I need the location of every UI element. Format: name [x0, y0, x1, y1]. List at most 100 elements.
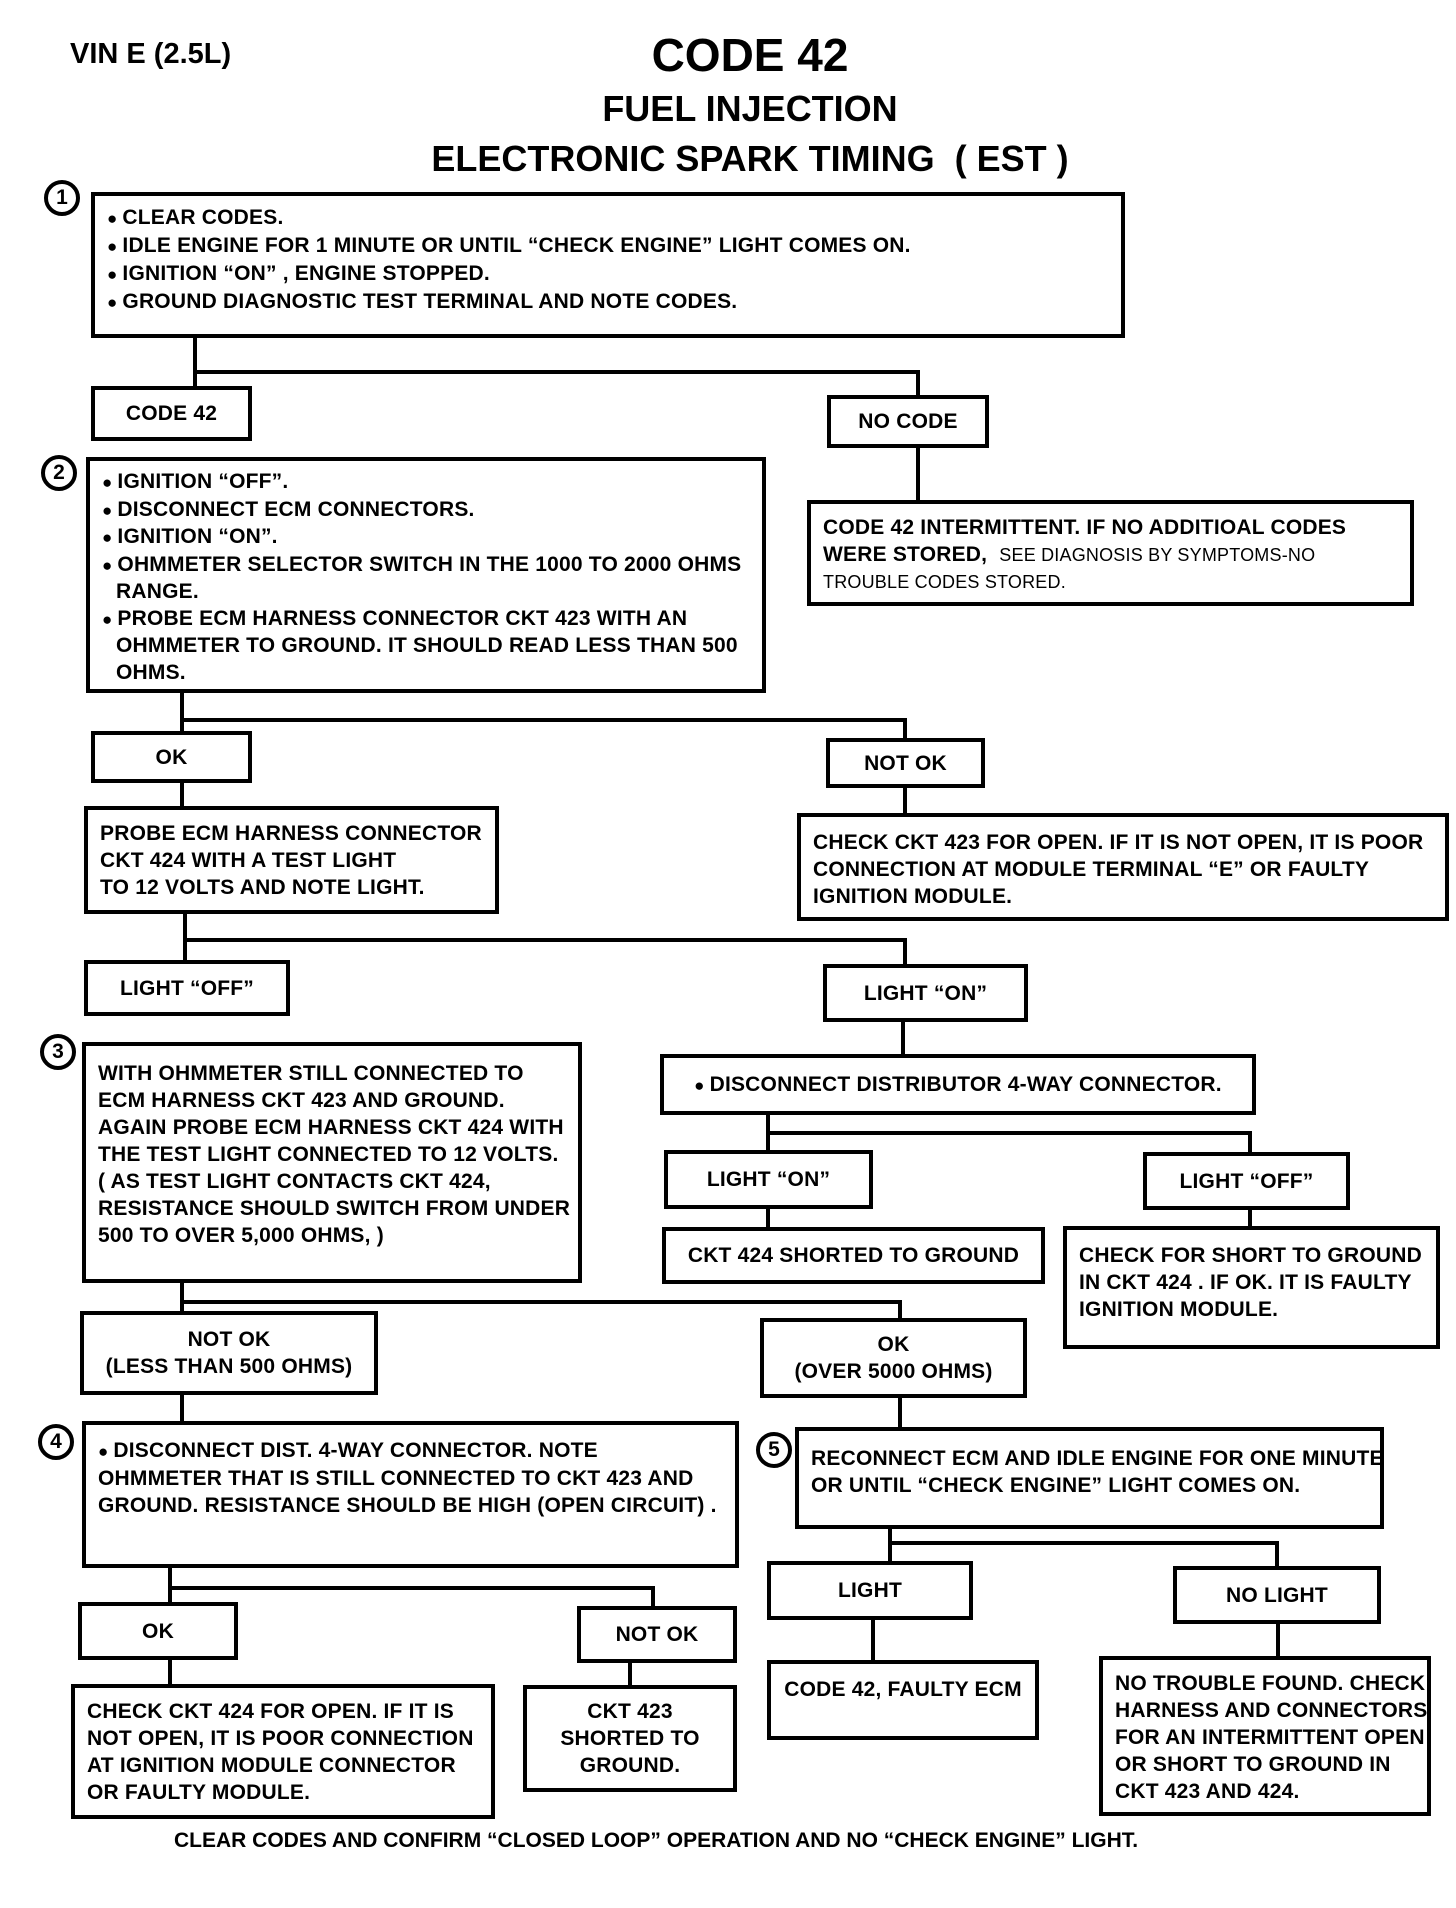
step3-line: 500 TO OVER 5,000 OHMS, ) — [98, 1224, 384, 1247]
step-number-2: 2 — [41, 455, 77, 491]
footer-instruction: CLEAR CODES AND CONFIRM “CLOSED LOOP” OP… — [174, 1829, 1139, 1852]
check424-open-line: OR FAULTY MODULE. — [87, 1781, 311, 1804]
step1-line: IGNITION “ON” , ENGINE STOPPED. — [107, 260, 1111, 288]
check423-line: CONNECTION AT MODULE TERMINAL “E” OR FAU… — [813, 858, 1370, 881]
check424-open-line: CHECK CKT 424 FOR OPEN. IF IT IS — [87, 1700, 454, 1723]
branch-no-light: NO LIGHT — [1173, 1566, 1381, 1624]
branch-ok-2: OK (OVER 5000 OHMS) — [760, 1318, 1027, 1398]
branch-not-ok: NOT OK — [826, 738, 985, 788]
connector-step5 — [888, 1526, 1279, 1568]
step5-box: RECONNECT ECM AND IDLE ENGINE FOR ONE MI… — [795, 1427, 1384, 1529]
connector-step3 — [180, 1280, 902, 1320]
check-short-box: CHECK FOR SHORT TO GROUND IN CKT 424 . I… — [1063, 1226, 1440, 1349]
probe424-line: CKT 424 WITH A TEST LIGHT — [100, 849, 397, 872]
step2-line: OHMS. — [116, 660, 186, 684]
page-subtitle: FUEL INJECTION — [602, 88, 898, 129]
connector-disconnect — [766, 1113, 1252, 1154]
check-short-line: IN CKT 424 . IF OK. IT IS FAULTY — [1079, 1271, 1412, 1294]
no-trouble-line: NO TROUBLE FOUND. CHECK — [1115, 1672, 1426, 1695]
step1-line: GROUND DIAGNOSTIC TEST TERMINAL AND NOTE… — [107, 288, 1111, 316]
step2-box: IGNITION “OFF”. DISCONNECT ECM CONNECTOR… — [86, 457, 766, 693]
faulty-ecm-box: CODE 42, FAULTY ECM — [767, 1660, 1039, 1740]
connector-step4 — [168, 1565, 655, 1608]
branch-no-code: NO CODE — [827, 395, 989, 448]
step3-line: RESISTANCE SHOULD SWITCH FROM UNDER — [98, 1197, 571, 1220]
no-trouble-line: FOR AN INTERMITTENT OPEN — [1115, 1726, 1425, 1749]
shorted423-box: CKT 423 SHORTED TO GROUND. — [523, 1685, 737, 1792]
disconnect-4way-box: DISCONNECT DISTRIBUTOR 4-WAY CONNECTOR. — [660, 1054, 1256, 1115]
branch-code42: CODE 42 — [91, 386, 252, 441]
disconnect-4way-text: DISCONNECT DISTRIBUTOR 4-WAY CONNECTOR. — [694, 1071, 1222, 1099]
check424-open-box: CHECK CKT 424 FOR OPEN. IF IT IS NOT OPE… — [71, 1684, 495, 1819]
step2-line: IGNITION “OFF”. — [102, 469, 752, 497]
probe424-box: PROBE ECM HARNESS CONNECTOR CKT 424 WITH… — [84, 806, 499, 914]
step1-box: CLEAR CODES. IDLE ENGINE FOR 1 MINUTE OR… — [91, 192, 1125, 338]
step2-line: OHMMETER SELECTOR SWITCH IN THE 1000 TO … — [102, 552, 752, 580]
intermittent-line: TROUBLE CODES STORED. — [823, 572, 1066, 592]
step1-line: CLEAR CODES. — [107, 204, 1111, 232]
shorted423-line: CKT 423 — [587, 1700, 673, 1723]
shorted423-line: SHORTED TO — [560, 1727, 700, 1750]
step4-line: DISCONNECT DIST. 4-WAY CONNECTOR. NOTE — [98, 1437, 725, 1465]
intermittent-text: SEE DIAGNOSIS BY SYMPTOMS-NO — [999, 545, 1316, 565]
no-trouble-line: CKT 423 AND 424. — [1115, 1780, 1300, 1803]
branch-not-ok-3: NOT OK — [577, 1606, 737, 1663]
check423-box: CHECK CKT 423 FOR OPEN. IF IT IS NOT OPE… — [797, 813, 1449, 921]
branch-ok-3: OK — [78, 1602, 238, 1660]
step1-line: IDLE ENGINE FOR 1 MINUTE OR UNTIL “CHECK… — [107, 232, 1111, 260]
step3-box: WITH OHMMETER STILL CONNECTED TO ECM HAR… — [82, 1042, 582, 1283]
vin-label: VIN E (2.5L) — [70, 38, 232, 70]
step-number-1: 1 — [44, 180, 80, 216]
intermittent-line: CODE 42 INTERMITTENT. IF NO ADDITIOAL CO… — [823, 516, 1347, 539]
intermittent-line: WERE STORED, SEE DIAGNOSIS BY SYMPTOMS-N… — [823, 541, 1400, 569]
step-number-3: 3 — [40, 1034, 76, 1070]
check423-line: CHECK CKT 423 FOR OPEN. IF IT IS NOT OPE… — [813, 831, 1424, 854]
branch-light-off-2: LIGHT “OFF” — [1143, 1152, 1350, 1210]
step5-line: RECONNECT ECM AND IDLE ENGINE FOR ONE MI… — [811, 1447, 1384, 1470]
check424-open-line: NOT OPEN, IT IS POOR CONNECTION — [87, 1727, 474, 1750]
no-trouble-line: HARNESS AND CONNECTORS — [1115, 1699, 1428, 1722]
no-trouble-box: NO TROUBLE FOUND. CHECK HARNESS AND CONN… — [1099, 1656, 1431, 1816]
branch-ok-2-label: OK — [877, 1333, 910, 1356]
check424-open-line: AT IGNITION MODULE CONNECTOR — [87, 1754, 456, 1777]
step3-line: AGAIN PROBE ECM HARNESS CKT 424 WITH — [98, 1116, 564, 1139]
branch-light-on: LIGHT “ON” — [823, 964, 1028, 1022]
branch-not-ok-2: NOT OK (LESS THAN 500 OHMS) — [80, 1311, 378, 1395]
connector-probe — [183, 911, 907, 966]
shorted424-box: CKT 424 SHORTED TO GROUND — [662, 1227, 1045, 1284]
intermittent-box: CODE 42 INTERMITTENT. IF NO ADDITIOAL CO… — [807, 500, 1414, 606]
probe424-line: TO 12 VOLTS AND NOTE LIGHT. — [100, 876, 425, 899]
step2-line: PROBE ECM HARNESS CONNECTOR CKT 423 WITH… — [102, 606, 752, 634]
branch-light-off: LIGHT “OFF” — [84, 960, 290, 1016]
step2-line: DISCONNECT ECM CONNECTORS. — [102, 497, 752, 525]
step3-line: ( AS TEST LIGHT CONTACTS CKT 424, — [98, 1170, 491, 1193]
intermittent-text: WERE STORED, — [823, 543, 988, 566]
connector-step1 — [193, 335, 920, 397]
shorted423-line: GROUND. — [579, 1754, 681, 1777]
branch-ok: OK — [91, 731, 252, 783]
branch-ok-2-sub: (OVER 5000 OHMS) — [794, 1360, 993, 1383]
step3-line: WITH OHMMETER STILL CONNECTED TO — [98, 1062, 524, 1085]
branch-not-ok-2-label: NOT OK — [187, 1328, 271, 1351]
faulty-ecm-text: CODE 42, FAULTY ECM — [784, 1678, 1022, 1701]
check423-line: IGNITION MODULE. — [813, 885, 1013, 908]
page-subtitle-2: ELECTRONIC SPARK TIMING ( EST ) — [431, 138, 1069, 179]
step4-box: DISCONNECT DIST. 4-WAY CONNECTOR. NOTE O… — [82, 1421, 739, 1568]
probe424-line: PROBE ECM HARNESS CONNECTOR — [100, 822, 482, 845]
branch-light-on-2: LIGHT “ON” — [664, 1150, 873, 1209]
step2-line: RANGE. — [116, 580, 199, 603]
connector-step2 — [180, 690, 907, 740]
branch-not-ok-2-sub: (LESS THAN 500 OHMS) — [105, 1355, 353, 1378]
step-number-5: 5 — [756, 1432, 792, 1468]
step3-line: ECM HARNESS CKT 423 AND GROUND. — [98, 1089, 505, 1112]
check-short-line: CHECK FOR SHORT TO GROUND — [1079, 1244, 1422, 1267]
step4-line: GROUND. RESISTANCE SHOULD BE HIGH (OPEN … — [98, 1494, 717, 1517]
step-number-4: 4 — [38, 1424, 74, 1460]
check-short-line: IGNITION MODULE. — [1079, 1298, 1279, 1321]
step3-line: THE TEST LIGHT CONNECTED TO 12 VOLTS. — [98, 1143, 559, 1166]
step5-line: OR UNTIL “CHECK ENGINE” LIGHT COMES ON. — [811, 1474, 1301, 1497]
branch-light: LIGHT — [767, 1561, 973, 1620]
step2-line: OHMMETER TO GROUND. IT SHOULD READ LESS … — [116, 634, 738, 657]
